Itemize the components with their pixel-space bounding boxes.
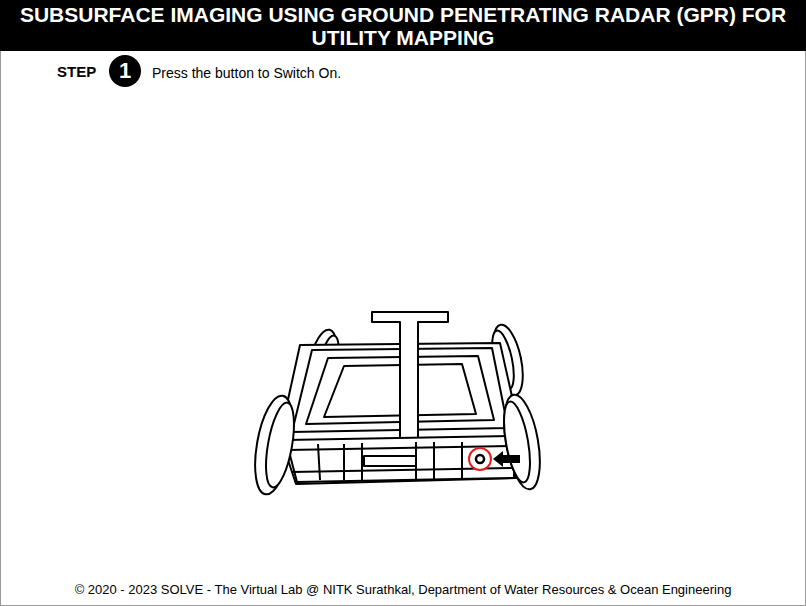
wheel-rim xyxy=(261,401,300,490)
front-panel xyxy=(286,436,515,482)
wheel xyxy=(249,393,300,497)
wheel-rim xyxy=(499,400,535,485)
step-label: STEP xyxy=(57,63,96,80)
pointer-arrow xyxy=(493,451,520,467)
panel-ribs xyxy=(318,442,462,480)
highlight-circle xyxy=(469,448,491,470)
copyright-footer: © 2020 - 2023 SOLVE - The Virtual Lab @ … xyxy=(75,582,732,597)
instruction-text: Press the button to Switch On. xyxy=(152,65,341,81)
handle xyxy=(372,312,448,440)
power-button xyxy=(476,455,484,463)
step-number-circle: 1 xyxy=(109,55,141,87)
title-bar xyxy=(0,0,806,51)
gpr-cart xyxy=(249,312,547,497)
panel-slot xyxy=(364,456,416,466)
page-title: SUBSURFACE IMAGING USING GROUND PENETRAT… xyxy=(13,3,793,49)
wheel xyxy=(498,392,546,492)
step-number: 1 xyxy=(119,60,131,82)
